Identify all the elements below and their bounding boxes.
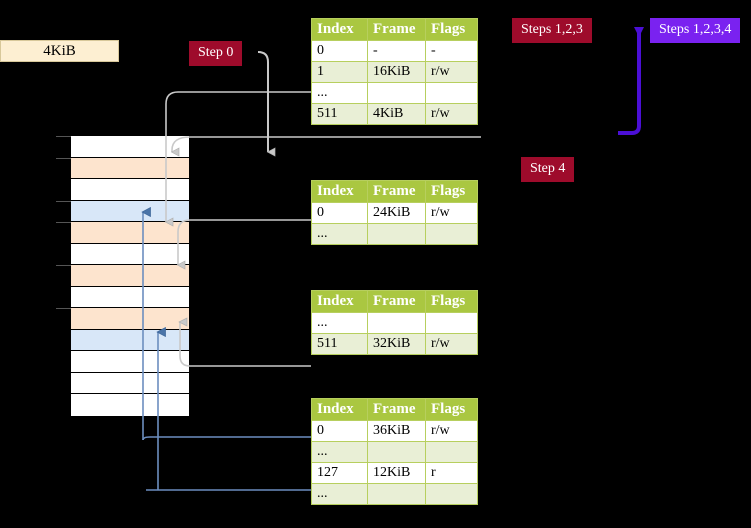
memory-row-tick xyxy=(56,136,71,137)
table-cell-frame: 36KiB xyxy=(367,420,426,442)
table-cell-index: 1 xyxy=(311,61,368,83)
memory-frame-row xyxy=(71,179,189,201)
table-cell-flags: r/w xyxy=(425,61,478,83)
table-header-flags: Flags xyxy=(425,180,478,203)
badge-steps-1-2-3-4: Steps 1,2,3,4 xyxy=(650,18,741,43)
table-cell-frame: 24KiB xyxy=(367,202,426,224)
memory-frame-row xyxy=(71,351,189,373)
table-cell-index: ... xyxy=(311,483,368,505)
table-header-index: Index xyxy=(311,18,368,41)
table-row[interactable]: ... xyxy=(311,441,478,463)
table-cell-frame: - xyxy=(367,40,426,62)
memory-frame-row xyxy=(71,329,189,352)
table-cell-frame xyxy=(367,483,426,505)
table-cell-frame: 32KiB xyxy=(367,333,426,355)
table-cell-frame: 4KiB xyxy=(367,103,426,125)
table-cell-index: ... xyxy=(311,312,368,334)
kib-label-box: 4KiB xyxy=(0,40,119,62)
table-cell-flags: r/w xyxy=(425,103,478,125)
table-cell-index: ... xyxy=(311,441,368,463)
table-cell-flags: r xyxy=(425,462,478,484)
memory-frame-row xyxy=(71,222,189,244)
table-cell-index: 511 xyxy=(311,103,368,125)
table-header-frame: Frame xyxy=(367,180,426,203)
table-cell-frame: 16KiB xyxy=(367,61,426,83)
badge-steps-1-2-3: Steps 1,2,3 xyxy=(512,18,592,43)
table-row[interactable]: ... xyxy=(311,82,478,104)
memory-frame-row xyxy=(71,265,189,287)
table-header-index: Index xyxy=(311,398,368,421)
memory-frame-row xyxy=(71,136,189,158)
table-cell-flags: r/w xyxy=(425,333,478,355)
badge-step-0: Step 0 xyxy=(189,41,243,66)
table-cell-flags xyxy=(425,483,478,505)
memory-row-tick xyxy=(56,200,71,202)
table-cell-flags xyxy=(425,441,478,463)
table-cell-frame: 12KiB xyxy=(367,462,426,484)
table-cell-index: 0 xyxy=(311,40,368,62)
memory-frame-row xyxy=(71,394,189,416)
table-row[interactable]: ... xyxy=(311,312,478,334)
table-cell-flags: r/w xyxy=(425,202,478,224)
table-cell-flags: r/w xyxy=(425,420,478,442)
table-cell-index: ... xyxy=(311,82,368,104)
table-row[interactable]: ... xyxy=(311,223,478,245)
table-cell-frame xyxy=(367,82,426,104)
memory-row-tick xyxy=(56,222,71,224)
table-cell-flags: - xyxy=(425,40,478,62)
memory-row-tick xyxy=(56,157,71,159)
table-cell-index: 511 xyxy=(311,333,368,355)
table-cell-index: ... xyxy=(311,223,368,245)
table-cell-flags xyxy=(425,82,478,104)
table-header-index: Index xyxy=(311,180,368,203)
table-row[interactable]: ... xyxy=(311,483,478,505)
memory-frame-row xyxy=(71,372,189,395)
arrow-4kib-to-frame xyxy=(257,51,268,152)
memory-frame-row xyxy=(71,286,189,309)
arrow-pml4-511-to-frame xyxy=(172,136,481,152)
memory-frame-row xyxy=(71,200,189,223)
table-cell-frame xyxy=(367,223,426,245)
table-cell-index: 127 xyxy=(311,462,368,484)
table-cell-frame xyxy=(367,312,426,334)
memory-frame-row xyxy=(71,243,189,266)
memory-row-tick xyxy=(56,265,71,267)
table-header-frame: Frame xyxy=(367,290,426,313)
table-cell-index: 0 xyxy=(311,420,368,442)
table-cell-flags xyxy=(425,312,478,334)
table-cell-index: 0 xyxy=(311,202,368,224)
physical-memory-column xyxy=(56,135,190,416)
memory-frame-row xyxy=(71,157,189,180)
table-cell-flags xyxy=(425,223,478,245)
table-header-frame: Frame xyxy=(367,18,426,41)
kib-label-text: 4KiB xyxy=(43,42,76,59)
table-row[interactable]: 0-- xyxy=(311,40,478,62)
table-header-index: Index xyxy=(311,290,368,313)
table-cell-frame xyxy=(367,441,426,463)
badge-step-4: Step 4 xyxy=(521,157,575,182)
table-header-flags: Flags xyxy=(425,18,478,41)
table-header-frame: Frame xyxy=(367,398,426,421)
arrow-pd-511-to-frame xyxy=(180,322,311,367)
table-header-flags: Flags xyxy=(425,290,478,313)
arrow-pdpt-0-to-frame xyxy=(178,219,311,265)
memory-frame-row xyxy=(71,308,189,330)
table-header-flags: Flags xyxy=(425,398,478,421)
arrow-steps-bracket xyxy=(618,27,644,135)
memory-row-tick xyxy=(56,308,71,310)
